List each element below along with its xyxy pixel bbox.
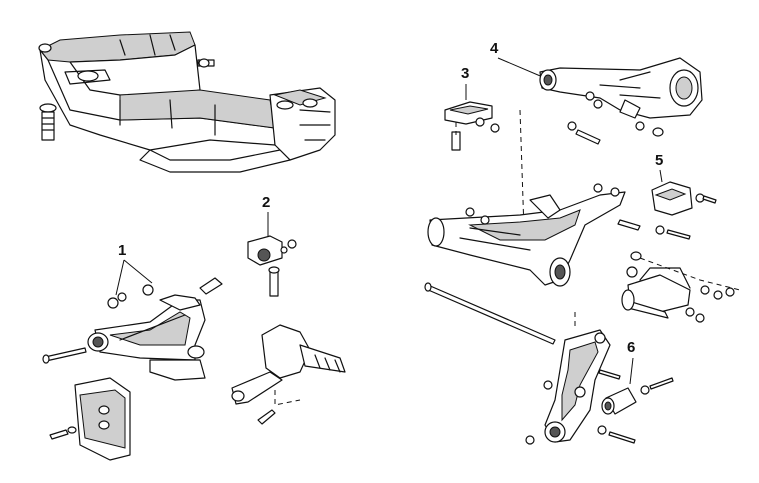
rear-differential bbox=[539, 57, 703, 145]
front-crossmember bbox=[38, 31, 336, 173]
splash-shield bbox=[49, 377, 131, 461]
bolt-crossmember-left bbox=[39, 103, 57, 141]
callout-4-leader bbox=[497, 57, 546, 79]
callout-4: 4 bbox=[490, 40, 499, 57]
front-lower-control-arm bbox=[87, 294, 206, 381]
control-arm-bolt bbox=[42, 347, 87, 364]
callout-5-leader bbox=[659, 169, 663, 183]
rear-mount-bracket bbox=[651, 181, 717, 240]
callout-1: 1 bbox=[118, 242, 126, 259]
diff-mount-bracket bbox=[444, 101, 500, 151]
trailing-arm-bushing bbox=[601, 377, 674, 415]
callout-1-leader bbox=[115, 259, 153, 296]
callout-6-leader bbox=[629, 357, 634, 385]
callout-3: 3 bbox=[461, 65, 469, 82]
steering-knuckle bbox=[231, 324, 346, 425]
front-arm-mount-bracket bbox=[247, 235, 297, 297]
diff-alignment-line bbox=[519, 109, 526, 261]
rear-crossmember bbox=[427, 183, 641, 287]
rear-trailing-arm bbox=[525, 329, 636, 445]
rear-bushing-bracket bbox=[621, 251, 741, 323]
callout-5: 5 bbox=[655, 152, 663, 169]
control-arm-bushing-nuts bbox=[107, 277, 223, 309]
callout-6: 6 bbox=[627, 339, 635, 356]
rear-tie-rod bbox=[424, 282, 556, 345]
bolt-crossmember-right bbox=[197, 58, 215, 68]
callout-2: 2 bbox=[262, 194, 270, 211]
